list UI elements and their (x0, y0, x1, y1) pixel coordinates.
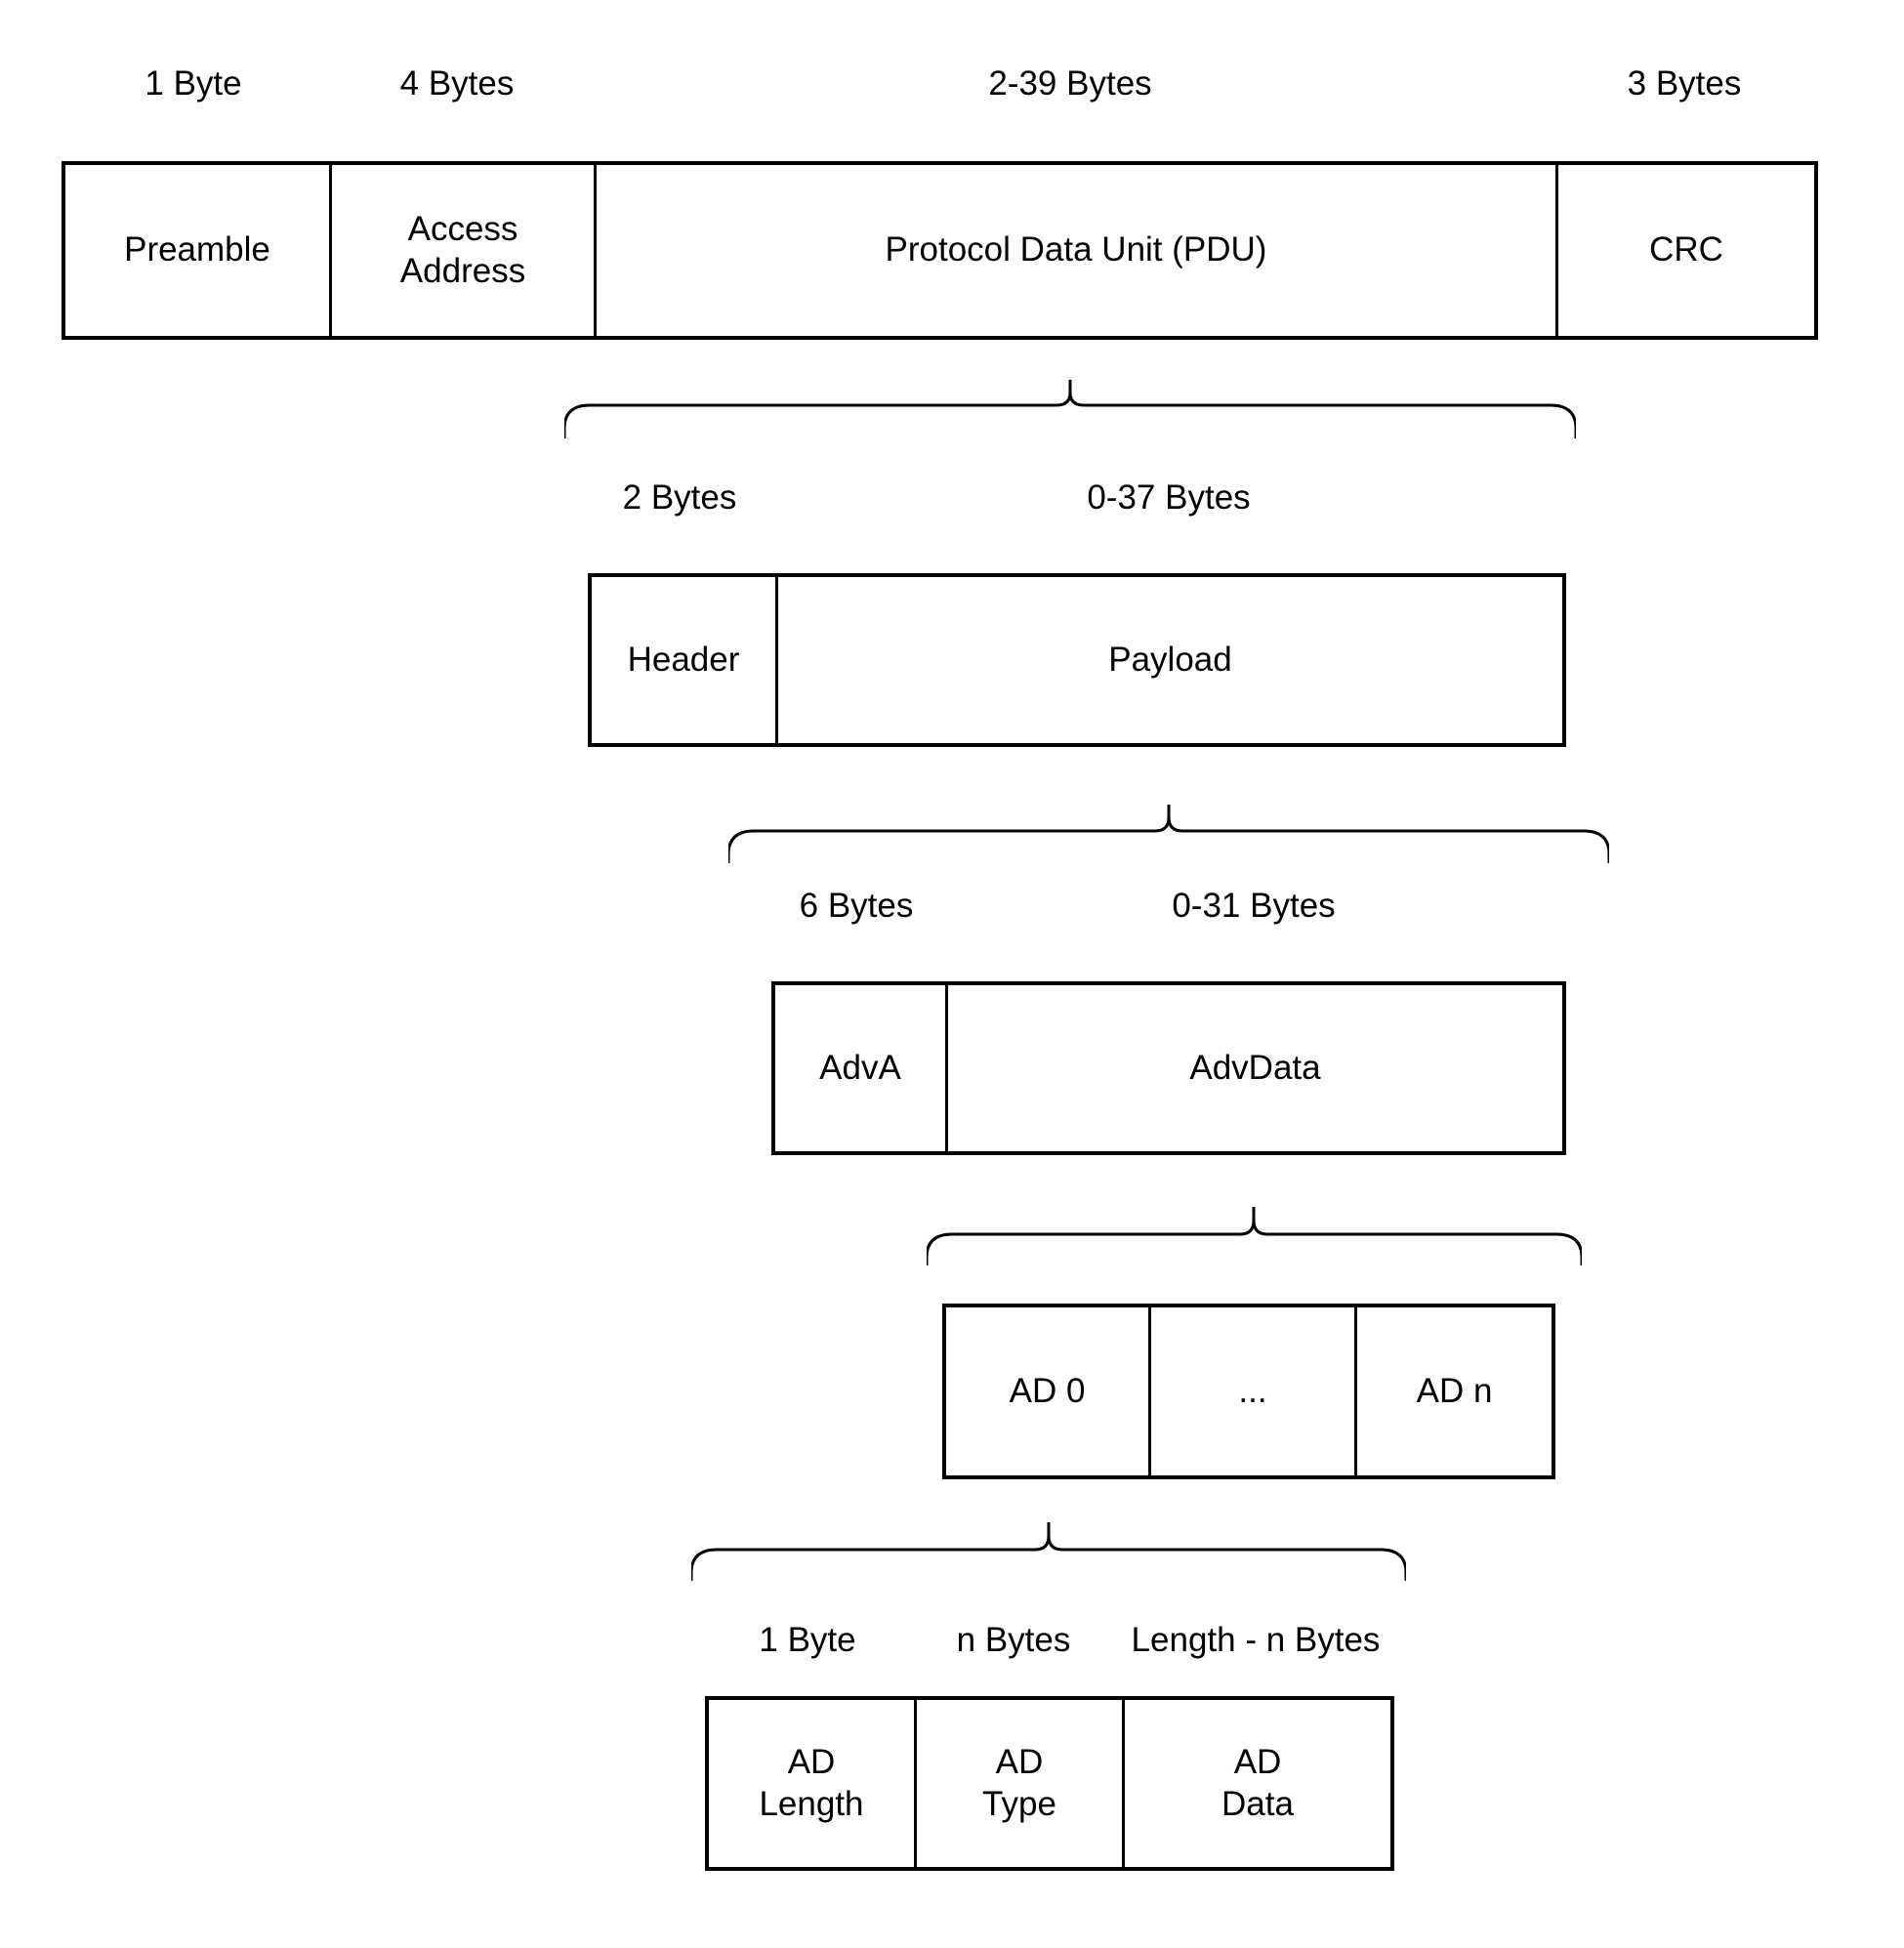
advdata-cell: AdvData (945, 985, 1562, 1151)
header-cell: Header (627, 640, 740, 679)
adn-cell: AD n (1354, 1307, 1552, 1475)
ad-structure-box: AD Length AD Type AD Data (705, 1696, 1394, 1871)
ad0-expansion-brace (691, 1522, 1406, 1581)
header-size-label: 2 Bytes (622, 478, 737, 517)
advdata-size-label: 0-31 Bytes (1172, 887, 1336, 925)
adva-size-label: 6 Bytes (799, 887, 914, 925)
pdu-size-label: 2-39 Bytes (988, 64, 1152, 103)
access-address-cell: Access Address (329, 165, 594, 336)
payload-size-label: 0-37 Bytes (1087, 478, 1251, 517)
ad-data-cell: AD Data (1122, 1700, 1390, 1867)
advdata-detail-box: AD 0 ... AD n (942, 1304, 1555, 1479)
preamble-size-label: 1 Byte (145, 64, 242, 103)
pdu-cell: Protocol Data Unit (PDU) (594, 165, 1555, 336)
packet-frame-box: Preamble Access Address Protocol Data Un… (62, 161, 1818, 340)
pdu-expansion-brace (564, 380, 1576, 438)
crc-cell: CRC (1555, 165, 1814, 336)
ad-data-size-label: Length - n Bytes (1131, 1621, 1381, 1659)
crc-size-label: 3 Bytes (1627, 64, 1742, 103)
ad-length-cell: AD Length (759, 1742, 864, 1823)
ad-length-size-label: 1 Byte (759, 1621, 856, 1659)
ad-type-size-label: n Bytes (956, 1621, 1071, 1659)
payload-cell: Payload (775, 577, 1562, 743)
payload-detail-box: AdvA AdvData (771, 981, 1566, 1155)
advdata-expansion-brace (927, 1207, 1582, 1265)
ad-type-cell: AD Type (914, 1700, 1122, 1867)
preamble-cell: Preamble (124, 230, 270, 269)
adva-cell: AdvA (819, 1048, 901, 1087)
pdu-detail-box: Header Payload (588, 573, 1566, 747)
payload-expansion-brace (728, 805, 1609, 863)
ad0-cell: AD 0 (1009, 1371, 1086, 1410)
ad-ellipsis-cell: ... (1148, 1307, 1354, 1475)
access-address-size-label: 4 Bytes (399, 64, 515, 103)
